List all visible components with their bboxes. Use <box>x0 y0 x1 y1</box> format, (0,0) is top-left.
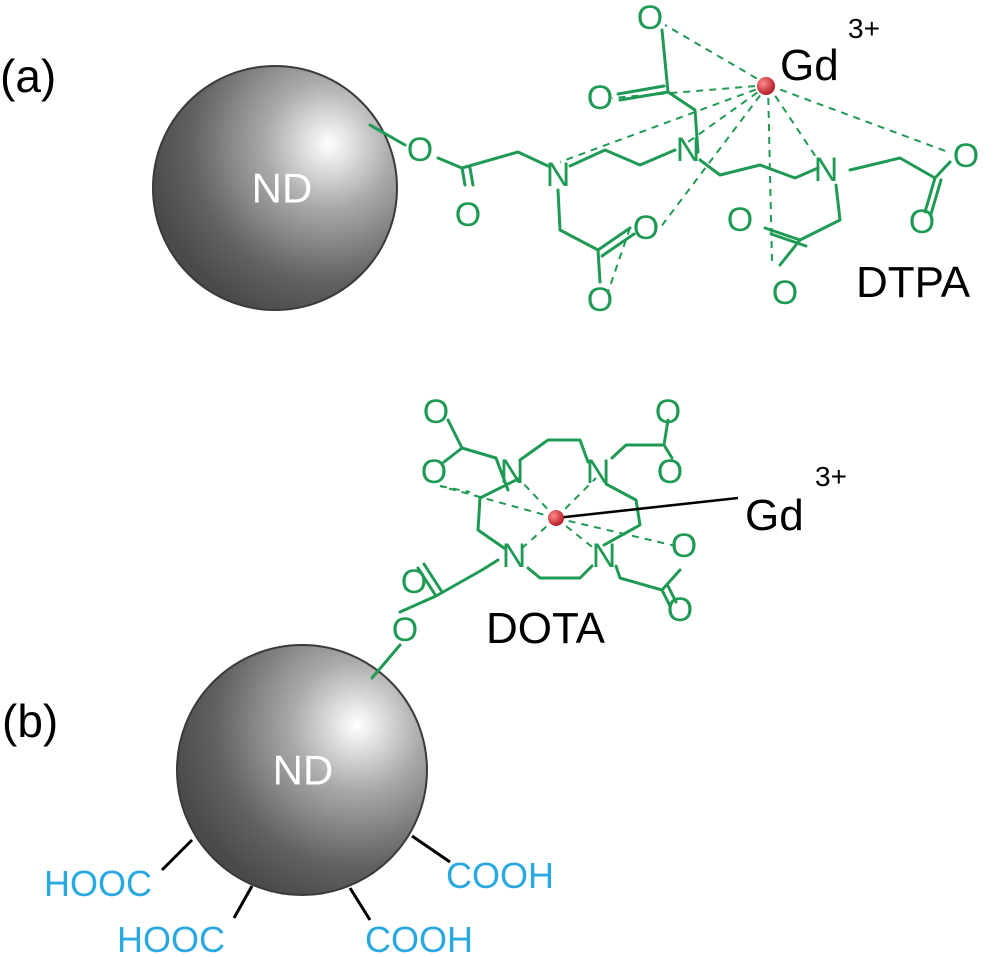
nitrogen-atom: N <box>500 453 525 491</box>
panel-a-letter: (a) <box>0 50 56 102</box>
nitrogen-atom: N <box>814 151 839 189</box>
surface-tethers <box>160 834 451 921</box>
gd-ion-b <box>548 510 564 526</box>
dtpa-structure: O O N N N O O O O O O O O <box>368 0 979 319</box>
gd-ion-a <box>757 77 775 95</box>
nanodiamond-sphere-a <box>152 65 398 311</box>
panel-b-letter: (b) <box>2 695 58 747</box>
surface-carboxyl-group: COOH <box>365 919 473 957</box>
nanodiamond-a: ND <box>152 65 398 311</box>
dota-structure: O O O O N N N N O O O O <box>370 393 697 680</box>
nitrogen-atom: N <box>592 537 617 575</box>
nanodiamond-label-a: ND <box>252 165 313 212</box>
surface-carboxyl-group: HOOC <box>44 863 152 904</box>
dtpa-coordination-bonds <box>559 24 949 293</box>
gd-charge-b: 3+ <box>815 461 847 492</box>
oxygen-atom: O <box>727 201 753 239</box>
oxygen-atom: O <box>423 393 449 431</box>
panel-b: (b) ND HOOC HOOC COOH COOH <box>2 393 847 957</box>
nitrogen-atom: N <box>676 131 701 169</box>
oxygen-atom: O <box>633 209 659 247</box>
nitrogen-atom: N <box>502 537 527 575</box>
gd-label-b: Gd <box>745 491 804 540</box>
nitrogen-atom: N <box>546 156 571 194</box>
oxygen-atom: O <box>407 131 433 169</box>
dtpa-label: DTPA <box>856 258 971 307</box>
nitrogen-atom: N <box>586 453 611 491</box>
dota-label: DOTA <box>486 604 606 653</box>
oxygen-atom: O <box>655 393 681 431</box>
dota-coordination-bonds <box>439 477 677 551</box>
oxygen-atom: O <box>392 611 418 649</box>
oxygen-atom: O <box>657 453 683 491</box>
oxygen-atom: O <box>637 0 663 37</box>
dota-bonds <box>370 418 682 680</box>
nanodiamond-sphere-b <box>176 644 428 896</box>
dtpa-bonds <box>368 28 952 284</box>
gd-label-a: Gd <box>780 41 839 90</box>
oxygen-atom: O <box>667 591 693 629</box>
gd-leader-line <box>555 496 739 520</box>
oxygen-atom: O <box>587 281 613 319</box>
gd-charge-a: 3+ <box>848 13 880 44</box>
oxygen-atom: O <box>587 79 613 117</box>
oxygen-atom: O <box>455 196 481 234</box>
oxygen-atom: O <box>909 203 935 241</box>
panel-a: (a) ND O O N N <box>0 0 979 319</box>
oxygen-atom: O <box>772 274 798 312</box>
nanodiamond-label-b: ND <box>273 747 334 794</box>
nanodiamond-b: ND <box>176 644 428 896</box>
oxygen-atom: O <box>671 527 697 565</box>
surface-carboxyl-group: COOH <box>446 855 554 896</box>
oxygen-atom: O <box>401 563 427 601</box>
surface-carboxyl-group: HOOC <box>117 919 225 957</box>
oxygen-atom: O <box>421 453 447 491</box>
oxygen-atom: O <box>953 137 979 175</box>
